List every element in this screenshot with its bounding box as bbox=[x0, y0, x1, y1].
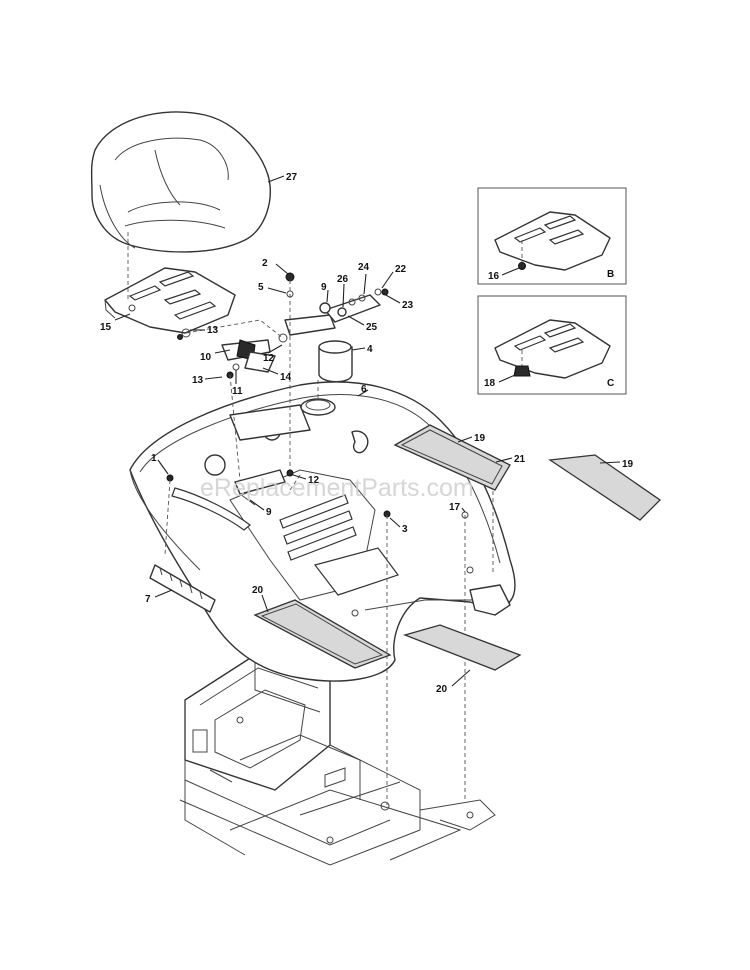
callout-15: 15 bbox=[100, 322, 112, 333]
callout-21: 21 bbox=[514, 454, 526, 465]
inset-c: C bbox=[477, 295, 627, 395]
callout-14: 14 bbox=[280, 372, 292, 383]
callout-9-lower: 9 bbox=[266, 507, 272, 518]
seat-slide bbox=[221, 339, 276, 373]
callout-18: 18 bbox=[484, 378, 496, 389]
inset-label-c: C bbox=[607, 378, 614, 389]
inset-b: B bbox=[477, 187, 627, 285]
callout-10: 10 bbox=[200, 352, 212, 363]
seat-switch-bracket bbox=[284, 272, 389, 336]
callout-9-upper: 9 bbox=[321, 282, 327, 293]
fuel-cap bbox=[300, 340, 353, 416]
callout-13-lower: 13 bbox=[192, 375, 204, 386]
callout-6: 6 bbox=[361, 384, 367, 395]
callout-23: 23 bbox=[402, 300, 414, 311]
callout-2: 2 bbox=[262, 258, 268, 269]
inset-label-b: B bbox=[607, 269, 614, 280]
callout-22: 22 bbox=[395, 264, 407, 275]
callout-7: 7 bbox=[145, 594, 151, 605]
callout-1: 1 bbox=[151, 453, 157, 464]
callout-17: 17 bbox=[449, 502, 461, 513]
callout-12-upper: 12 bbox=[263, 353, 275, 364]
seat-pan bbox=[104, 267, 236, 334]
foot-pad-19 bbox=[393, 424, 662, 521]
seat bbox=[90, 111, 271, 253]
callout-24: 24 bbox=[358, 262, 370, 273]
callout-labels: 27 2 5 9 26 24 22 23 25 15 13 10 12 14 1… bbox=[100, 172, 634, 695]
ratchet-strip bbox=[149, 564, 216, 613]
callout-11: 11 bbox=[232, 386, 243, 397]
callout-19-loose: 19 bbox=[622, 459, 634, 470]
callout-26: 26 bbox=[337, 274, 349, 285]
fender-bracket bbox=[234, 469, 286, 506]
leader-lines bbox=[114, 175, 621, 687]
callout-4: 4 bbox=[367, 344, 373, 355]
callout-27: 27 bbox=[286, 172, 298, 183]
callout-19-pad: 19 bbox=[474, 433, 486, 444]
callout-16: 16 bbox=[488, 271, 500, 282]
callout-3: 3 bbox=[402, 524, 408, 535]
callout-25: 25 bbox=[366, 322, 378, 333]
callout-13-upper: 13 bbox=[207, 325, 219, 336]
chassis-frame bbox=[179, 654, 496, 866]
watermark: eReplacementParts.com bbox=[200, 474, 474, 502]
callout-5: 5 bbox=[258, 282, 264, 293]
callout-20-mat: 20 bbox=[252, 585, 264, 596]
callout-12-lower: 12 bbox=[308, 475, 320, 486]
callout-20-loose: 20 bbox=[436, 684, 448, 695]
fender-body bbox=[129, 381, 516, 682]
floor-mat-20 bbox=[253, 599, 522, 671]
